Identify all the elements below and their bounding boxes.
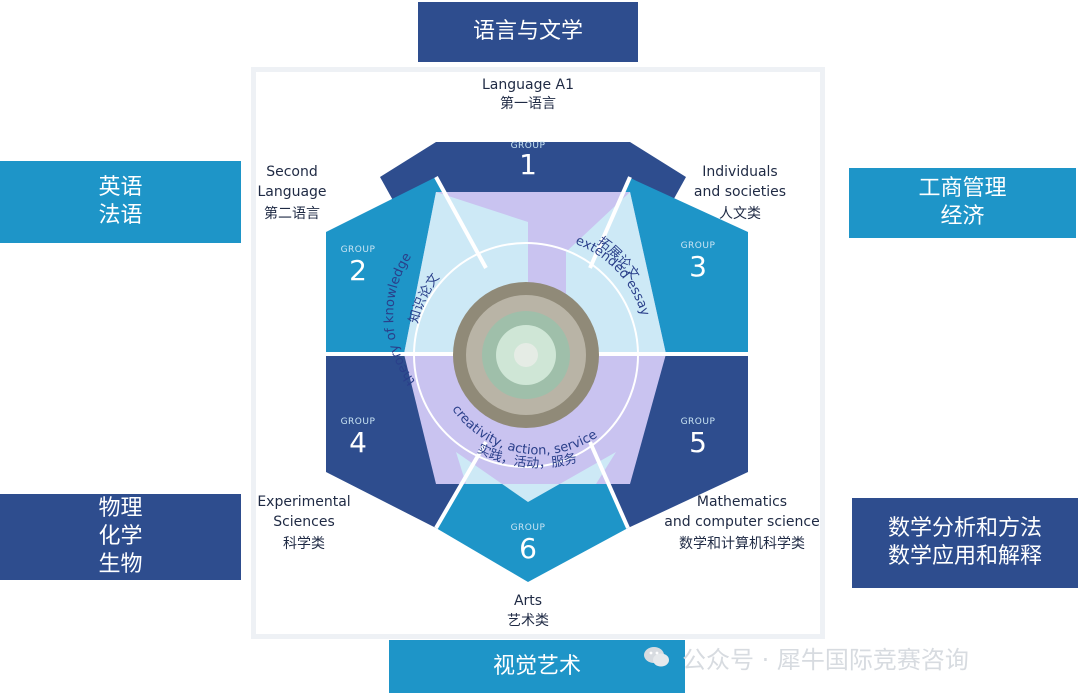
ib-hexagon-diagram: theory of knowledge 知识论文 extended essay … [257, 77, 819, 629]
group4-badge: GROUP 4 [341, 417, 376, 459]
group3-label: Individuals and societies 人文类 [694, 164, 786, 222]
core-outline-ring [413, 242, 639, 468]
svg-text:Second: Second [266, 164, 318, 180]
group3-badge: GROUP 3 [681, 241, 716, 283]
box-left-line1: 英语 [98, 175, 143, 200]
svg-text:Sciences: Sciences [273, 514, 335, 530]
group2-label: Second Language 第二语言 [257, 164, 326, 222]
box-mathematics: 数学分析和方法 数学应用和解释 [852, 498, 1078, 588]
box-bl-line1: 物理 [98, 496, 143, 521]
box-visual-arts: 视觉艺术 [389, 640, 685, 693]
svg-text:6: 6 [519, 532, 537, 565]
svg-text:Language: Language [257, 184, 326, 200]
box-second-language: 英语 法语 [0, 161, 241, 243]
watermark: 公众号 · 犀牛国际竞赛咨询 [642, 640, 1062, 674]
svg-text:艺术类: 艺术类 [507, 613, 549, 629]
svg-text:Mathematics: Mathematics [697, 494, 787, 510]
group6-label: Arts 艺术类 [507, 593, 549, 629]
svg-text:3: 3 [689, 250, 707, 283]
box-top-line1: 语言与文学 [472, 19, 583, 44]
svg-text:1: 1 [519, 148, 537, 181]
box-language-literature: 语言与文学 [418, 2, 638, 62]
svg-text:GROUP: GROUP [681, 417, 716, 427]
svg-text:Arts: Arts [514, 593, 542, 609]
group1-badge: GROUP 1 [511, 141, 546, 181]
group5-label: Mathematics and computer science 数学和计算机科… [664, 494, 819, 552]
core-center [514, 343, 538, 367]
svg-text:4: 4 [349, 426, 367, 459]
group2-badge: GROUP 2 [341, 245, 376, 287]
svg-text:第一语言: 第一语言 [500, 95, 556, 112]
svg-text:第二语言: 第二语言 [264, 205, 320, 222]
box-individuals-societies: 工商管理 经济 [849, 168, 1076, 238]
box-bl-line3: 生物 [98, 552, 143, 577]
svg-text:and societies: and societies [694, 184, 786, 200]
svg-text:Language A1: Language A1 [482, 77, 574, 93]
box-sciences: 物理 化学 生物 [0, 494, 241, 580]
watermark-text: 公众号 · 犀牛国际竞赛咨询 [682, 645, 969, 674]
svg-text:数学和计算机科学类: 数学和计算机科学类 [679, 536, 805, 552]
svg-text:5: 5 [689, 426, 707, 459]
box-right-line2: 经济 [940, 204, 985, 229]
box-br-line2: 数学应用和解释 [887, 544, 1042, 569]
ee-panel [566, 192, 666, 354]
divider-lr [588, 441, 630, 529]
svg-text:Experimental: Experimental [257, 494, 350, 510]
group1-label: Language A1 第一语言 [482, 77, 574, 112]
svg-text:Individuals: Individuals [702, 164, 777, 180]
box-right-line1: 工商管理 [918, 176, 1007, 201]
wechat-icon [644, 647, 669, 667]
svg-text:GROUP: GROUP [681, 241, 716, 251]
svg-text:GROUP: GROUP [511, 141, 546, 151]
box-left-line2: 法语 [98, 203, 143, 228]
svg-text:GROUP: GROUP [341, 245, 376, 255]
svg-text:科学类: 科学类 [283, 536, 325, 552]
svg-text:2: 2 [349, 254, 367, 287]
divider-ul [434, 176, 488, 269]
svg-text:GROUP: GROUP [341, 417, 376, 427]
box-bl-line2: 化学 [98, 524, 143, 549]
cas-panel [456, 452, 616, 502]
group4-label: Experimental Sciences 科学类 [257, 494, 350, 552]
box-br-line1: 数学分析和方法 [887, 516, 1042, 541]
divider-ur [588, 176, 632, 269]
svg-text:GROUP: GROUP [511, 523, 546, 533]
svg-text:人文类: 人文类 [719, 206, 761, 222]
box-bottom-line1: 视觉艺术 [492, 653, 581, 679]
group5-badge: GROUP 5 [681, 417, 716, 459]
group6-badge: GROUP 6 [511, 523, 546, 565]
svg-text:and computer science: and computer science [664, 514, 819, 530]
